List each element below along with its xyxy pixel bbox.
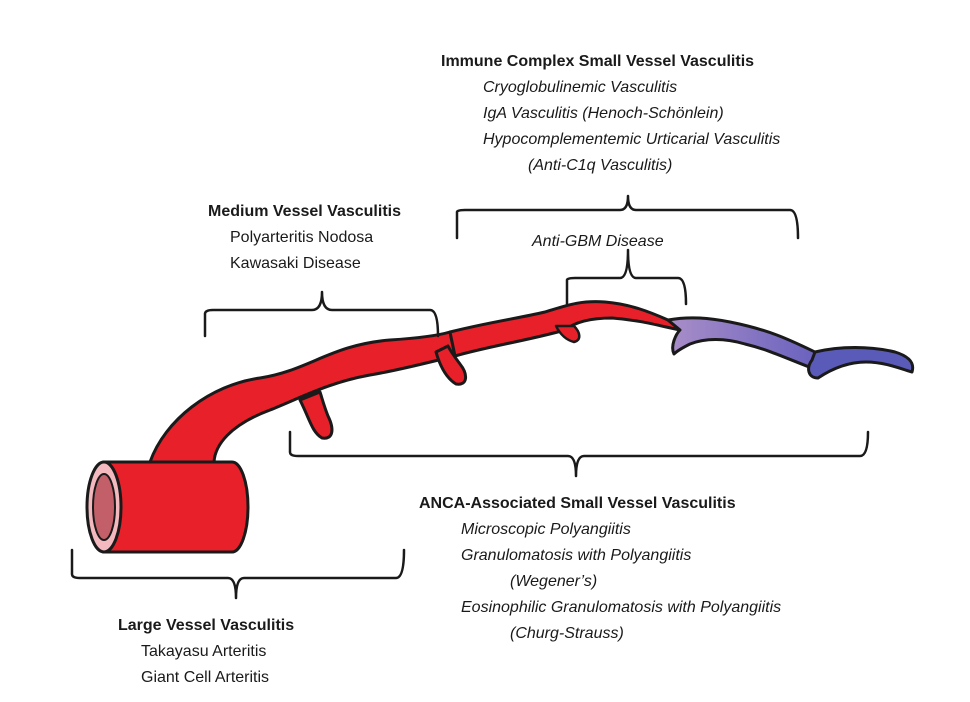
anti-gbm-label: Anti-GBM Disease [532, 233, 664, 250]
bracket-anca [288, 430, 870, 478]
large-vessel [85, 460, 250, 554]
bracket-immune-complex [455, 194, 800, 240]
venule [666, 316, 817, 370]
artery-branch-3 [554, 324, 581, 344]
bracket-medium [203, 290, 440, 338]
medium-vessel-item: Kawasaki Disease [230, 255, 361, 272]
anca-item: Granulomatosis with Polyangiitis [461, 547, 692, 564]
immune-complex-item: Cryoglobulinemic Vasculitis [483, 79, 678, 96]
immune-complex-item: IgA Vasculitis (Henoch-Schönlein) [483, 105, 724, 122]
large-vessel-heading: Large Vessel Vasculitis [118, 617, 295, 634]
medium-vessel-heading: Medium Vessel Vasculitis [208, 203, 401, 220]
immune-complex-item: Hypocomplementemic Urticarial Vasculitis [483, 131, 781, 148]
anca-heading: ANCA-Associated Small Vessel Vasculitis [419, 495, 736, 512]
anca-item: (Churg-Strauss) [510, 625, 624, 642]
anca-item: Microscopic Polyangiitis [461, 521, 631, 538]
small-vein [807, 346, 915, 380]
immune-complex-item: (Anti-C1q Vasculitis) [528, 157, 673, 174]
artery-branch-2 [434, 344, 467, 386]
anca-item: (Wegener’s) [510, 573, 598, 590]
anca-item: Eosinophilic Granulomatosis with Polyang… [461, 599, 782, 616]
artery-branch-1 [298, 390, 334, 440]
bracket-anti-gbm [565, 248, 688, 306]
bracket-large [70, 548, 406, 600]
large-vessel-item: Takayasu Arteritis [141, 643, 267, 660]
medium-artery [148, 330, 457, 464]
immune-complex-heading: Immune Complex Small Vessel Vasculitis [441, 53, 755, 70]
medium-vessel-item: Polyarteritis Nodosa [230, 229, 374, 246]
large-vessel-item: Giant Cell Arteritis [141, 669, 270, 686]
